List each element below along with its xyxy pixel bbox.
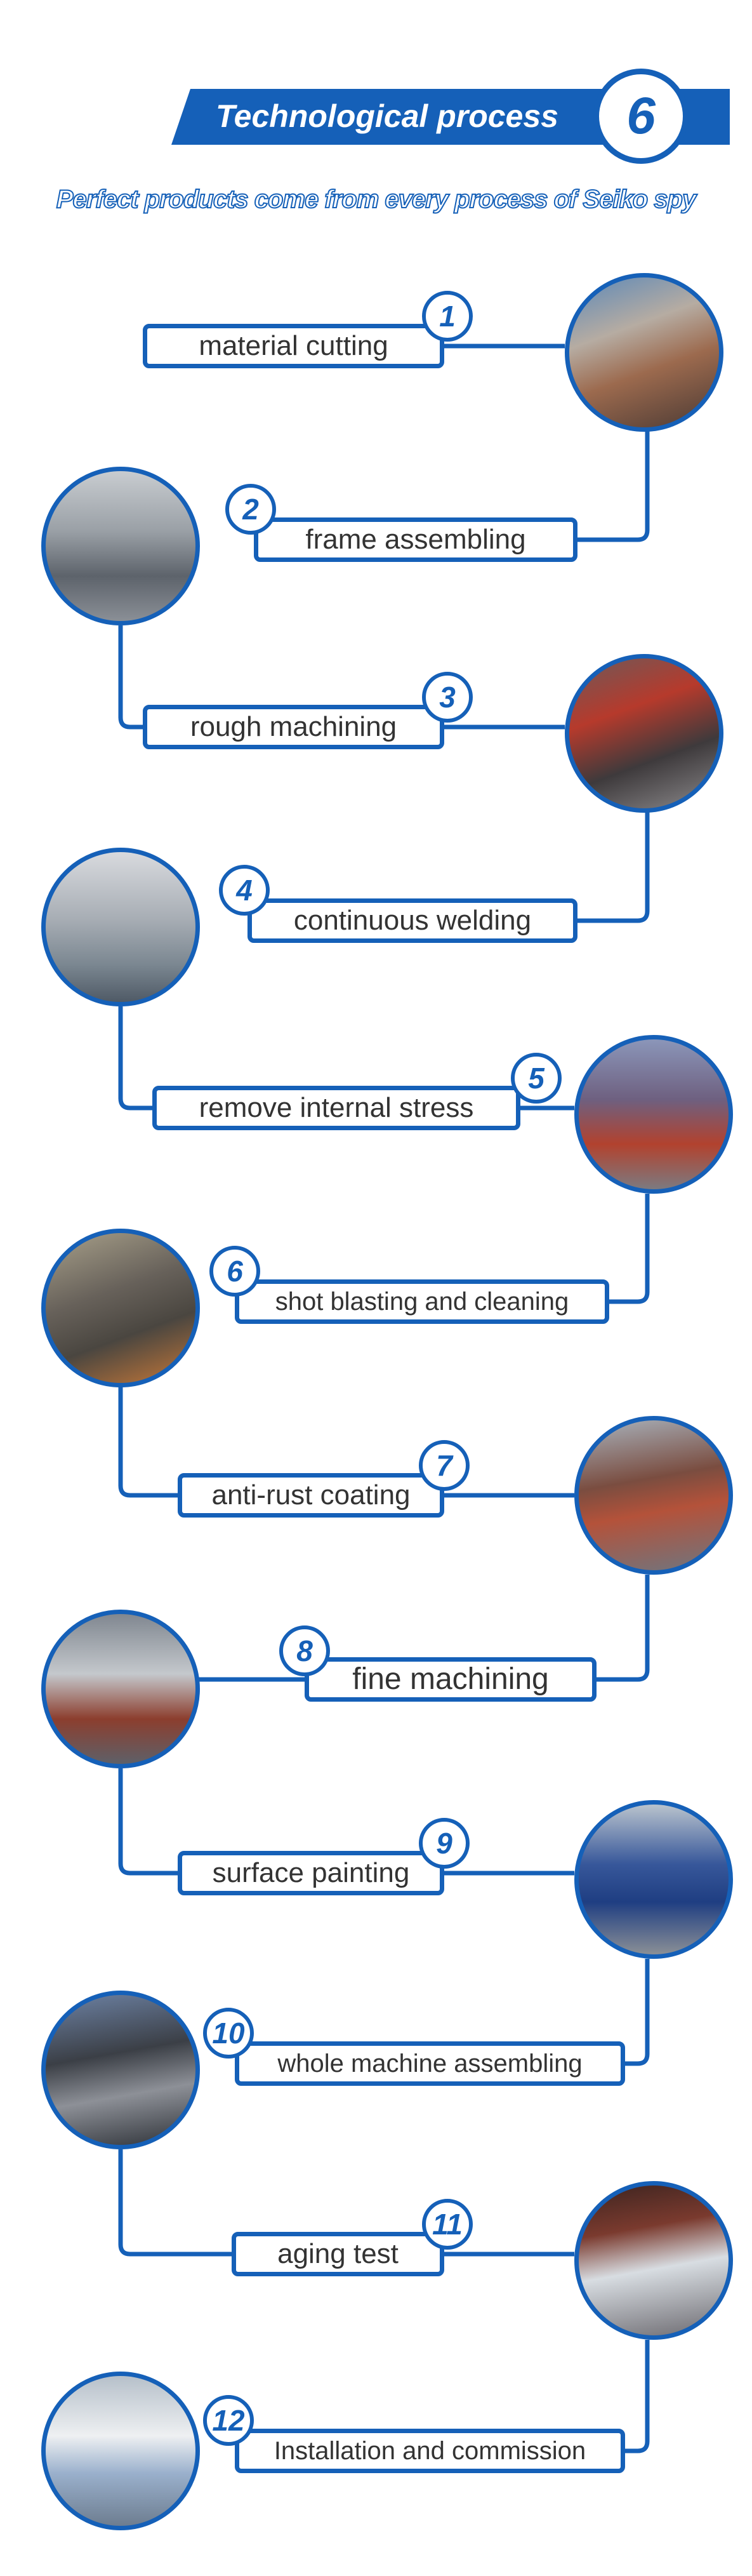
step-number: 3 — [422, 672, 473, 723]
surface-painting-photo — [574, 1800, 733, 1959]
installation-commission-photo — [41, 2372, 200, 2530]
step-label: surface painting — [178, 1851, 444, 1895]
remove-internal-stress-photo — [574, 1035, 733, 1194]
step-label: aging test — [232, 2232, 444, 2276]
step-label: Installation and commission — [235, 2429, 625, 2473]
step-label: fine machining — [305, 1657, 597, 1702]
material-cutting-photo — [565, 273, 723, 432]
shot-blasting-photo — [41, 1229, 200, 1387]
whole-machine-assembling-photo — [41, 1991, 200, 2149]
step-number: 8 — [279, 1625, 330, 1676]
step-number: 5 — [511, 1053, 562, 1104]
step-label: whole machine assembling — [235, 2041, 625, 2086]
section-number-badge: 6 — [593, 69, 689, 164]
step-number: 12 — [203, 2395, 254, 2446]
rough-machining-photo — [565, 654, 723, 813]
step-number: 6 — [209, 1246, 260, 1297]
step-label: anti-rust coating — [178, 1473, 444, 1518]
step-label: rough machining — [143, 705, 444, 749]
continuous-welding-photo — [41, 848, 200, 1006]
page-subtitle: Perfect products come from every process… — [56, 185, 697, 214]
anti-rust-coating-photo — [574, 1416, 733, 1575]
fine-machining-photo — [41, 1610, 200, 1768]
step-number: 7 — [419, 1440, 470, 1491]
step-label: frame assembling — [254, 517, 577, 562]
step-number: 10 — [203, 2008, 254, 2059]
step-label: continuous welding — [247, 898, 577, 943]
step-label: shot blasting and cleaning — [235, 1279, 609, 1324]
step-number: 2 — [225, 484, 276, 535]
step-number: 4 — [219, 865, 270, 916]
page-title: Technological process — [216, 98, 558, 134]
step-label: remove internal stress — [152, 1086, 520, 1130]
step-number: 1 — [422, 291, 473, 342]
step-label: material cutting — [143, 324, 444, 368]
frame-assembling-photo — [41, 467, 200, 625]
aging-test-photo — [574, 2181, 733, 2340]
step-number: 11 — [422, 2199, 473, 2250]
step-number: 9 — [419, 1818, 470, 1869]
